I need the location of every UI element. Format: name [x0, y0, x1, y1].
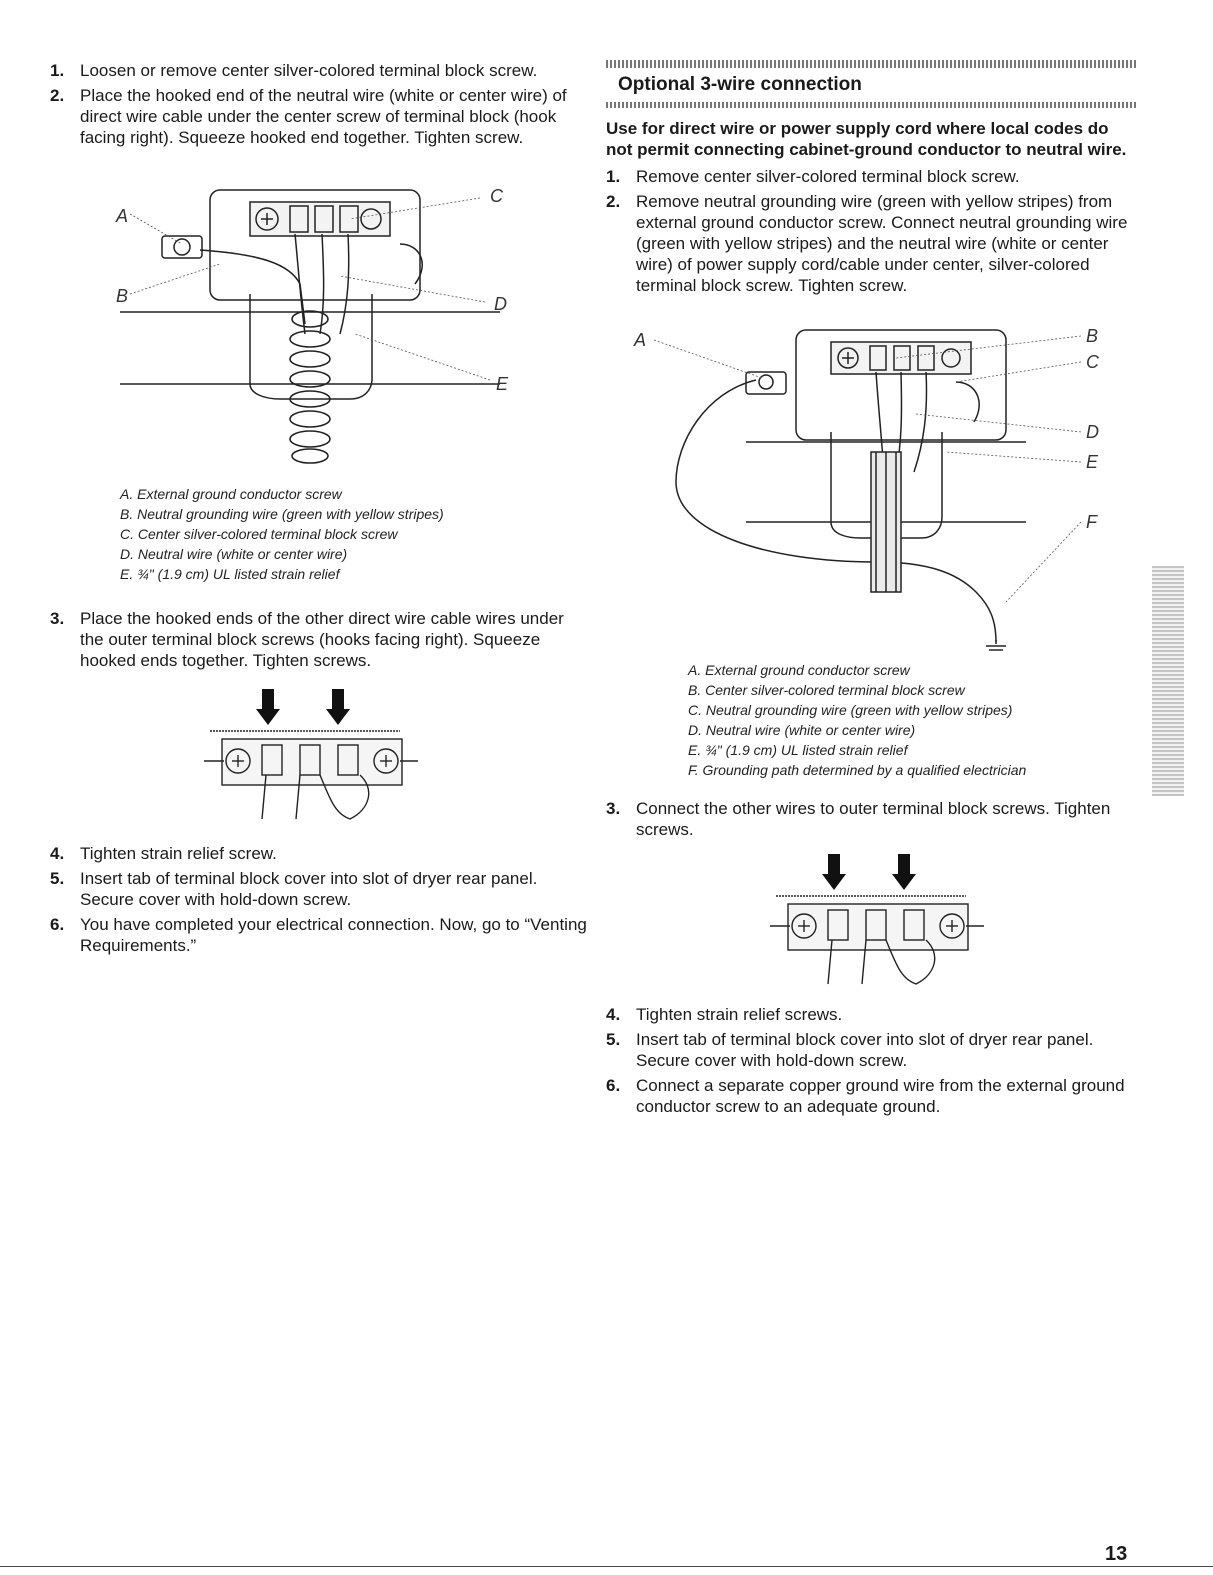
diagram-label: C — [490, 186, 504, 206]
diagram-label: D — [494, 294, 507, 314]
section-heading: Optional 3-wire connection — [618, 74, 862, 95]
left-steps-b: 3.Place the hooked ends of the other dir… — [50, 608, 590, 671]
language-tab-icon — [1152, 566, 1184, 796]
diagram-label: A — [633, 330, 646, 350]
figure-outer-screws-2 — [766, 854, 1006, 994]
list-item: 2.Place the hooked end of the neutral wi… — [50, 86, 567, 147]
bottom-rule — [0, 1566, 1213, 1567]
list-item: 4.Tighten strain relief screws. — [606, 1005, 843, 1024]
figure2-caption: A. External ground conductor screw B. Ce… — [688, 662, 1027, 778]
heading-rule-top — [606, 60, 1136, 68]
diagram-label: D — [1086, 422, 1099, 442]
terminal-block-diagram-3: A B C D E F — [633, 326, 1100, 651]
right-steps-b: 3.Connect the other wires to outer termi… — [606, 798, 1136, 840]
list-item: 3.Connect the other wires to outer termi… — [606, 799, 1111, 839]
left-steps-a: 1.Loosen or remove center silver-colored… — [50, 60, 590, 148]
list-item: 1.Loosen or remove center silver-colored… — [50, 61, 538, 80]
terminal-block-diagram-4 — [770, 854, 984, 985]
figure1-caption: A. External ground conductor screw B. Ne… — [120, 486, 444, 582]
right-steps-c: 4.Tighten strain relief screws. 5.Insert… — [606, 1004, 1136, 1117]
list-item: 3.Place the hooked ends of the other dir… — [50, 609, 564, 670]
diagram-label: C — [1086, 352, 1100, 372]
diagram-label: B — [1086, 326, 1098, 346]
list-item: 4.Tighten strain relief screw. — [50, 844, 277, 863]
page-number: 13 — [1105, 1543, 1128, 1565]
figure-outer-screws — [200, 689, 440, 829]
figure-direct-wire-connection: A B C D E — [100, 184, 520, 474]
section-intro: Use for direct wire or power supply cord… — [606, 119, 1127, 159]
diagram-label: E — [496, 374, 509, 394]
list-item: 5.Insert tab of terminal block cover int… — [606, 1030, 1094, 1070]
list-item: 6.Connect a separate copper ground wire … — [606, 1076, 1125, 1116]
right-column: Optional 3-wire connection Use for direc… — [606, 60, 1136, 1121]
diagram-label: F — [1086, 512, 1098, 532]
heading-rule-bottom — [606, 102, 1136, 108]
list-item: 1.Remove center silver-colored terminal … — [606, 167, 1020, 186]
diagram-label: B — [116, 286, 128, 306]
diagram-label: E — [1086, 452, 1099, 472]
list-item: 5.Insert tab of terminal block cover int… — [50, 869, 538, 909]
terminal-block-diagram-1: A B C D E — [115, 186, 509, 464]
right-steps-a: 1.Remove center silver-colored terminal … — [606, 166, 1136, 296]
figure-3-wire-connection: A B C D E F — [626, 322, 1106, 652]
left-column: 1.Loosen or remove center silver-colored… — [50, 60, 590, 960]
terminal-block-diagram-2 — [204, 689, 418, 820]
diagram-label: A — [115, 206, 128, 226]
list-item: 6.You have completed your electrical con… — [50, 915, 587, 955]
list-item: 2.Remove neutral grounding wire (green w… — [606, 192, 1128, 295]
left-steps-c: 4.Tighten strain relief screw. 5.Insert … — [50, 843, 590, 956]
